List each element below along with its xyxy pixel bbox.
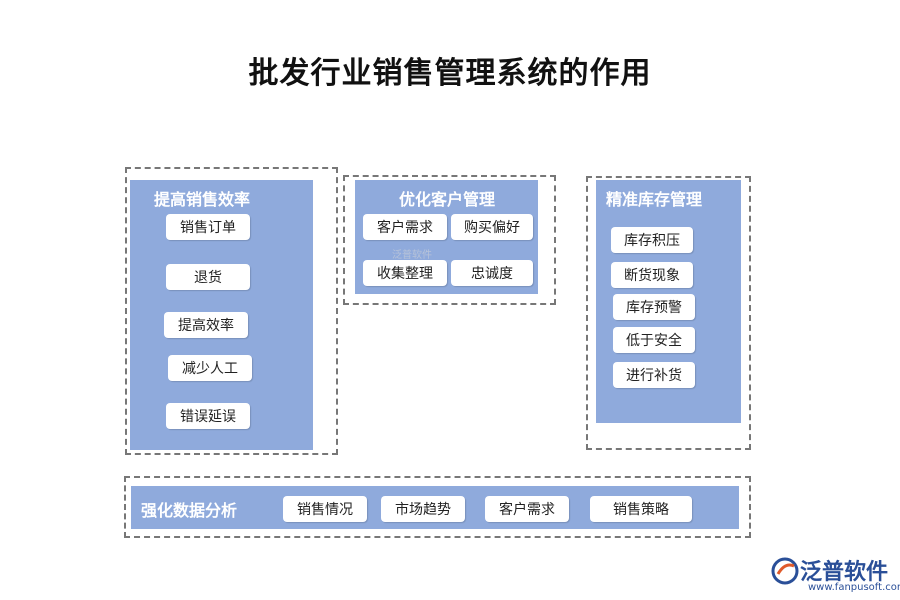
- efficiency-panel-title: 提高销售效率: [154, 190, 251, 209]
- customer-panel: 优化客户管理 客户需求 购买偏好 收集整理 忠诚度: [355, 180, 538, 294]
- customer-item: 忠诚度: [451, 260, 533, 286]
- analysis-group-border: [124, 476, 751, 538]
- customer-item: 购买偏好: [451, 214, 533, 240]
- efficiency-item: 减少人工: [168, 355, 252, 381]
- brand-logo-name: 泛普软件: [800, 560, 889, 585]
- inventory-group-border: [586, 176, 751, 450]
- analysis-item: 客户需求: [485, 496, 569, 522]
- analysis-item: 市场趋势: [381, 496, 465, 522]
- watermark: 泛普软件: [392, 250, 432, 261]
- inventory-item: 低于安全: [613, 327, 695, 353]
- efficiency-item: 退货: [166, 264, 250, 290]
- brand-logo-icon: [771, 557, 799, 585]
- inventory-panel-title: 精准库存管理: [606, 190, 703, 209]
- brand-logo-url: www.fanpusoft.com: [808, 582, 900, 593]
- efficiency-item: 错误延误: [166, 403, 250, 429]
- customer-panel-title: 优化客户管理: [399, 190, 496, 209]
- inventory-item: 断货现象: [611, 262, 693, 288]
- inventory-item: 库存预警: [613, 294, 695, 320]
- analysis-panel-title: 强化数据分析: [141, 501, 238, 520]
- customer-item: 收集整理: [363, 260, 447, 286]
- analysis-item: 销售情况: [283, 496, 367, 522]
- customer-item: 客户需求: [363, 214, 447, 240]
- analysis-item: 销售策略: [590, 496, 692, 522]
- customer-group-border: [343, 175, 556, 305]
- brand-logo: 泛普软件 www.fanpusoft.com: [770, 554, 900, 594]
- diagram-title: 批发行业销售管理系统的作用: [248, 56, 652, 91]
- efficiency-group-border: [125, 167, 338, 455]
- inventory-item: 进行补货: [613, 362, 695, 388]
- efficiency-item: 销售订单: [166, 214, 250, 240]
- efficiency-item: 提高效率: [164, 312, 248, 338]
- analysis-panel: 强化数据分析 销售情况 市场趋势 客户需求 销售策略: [131, 486, 739, 529]
- inventory-item: 库存积压: [611, 227, 693, 253]
- inventory-panel: 精准库存管理 库存积压 断货现象 库存预警 低于安全 进行补货: [596, 180, 741, 423]
- efficiency-panel: 提高销售效率 销售订单 退货 提高效率 减少人工 错误延误: [130, 180, 313, 450]
